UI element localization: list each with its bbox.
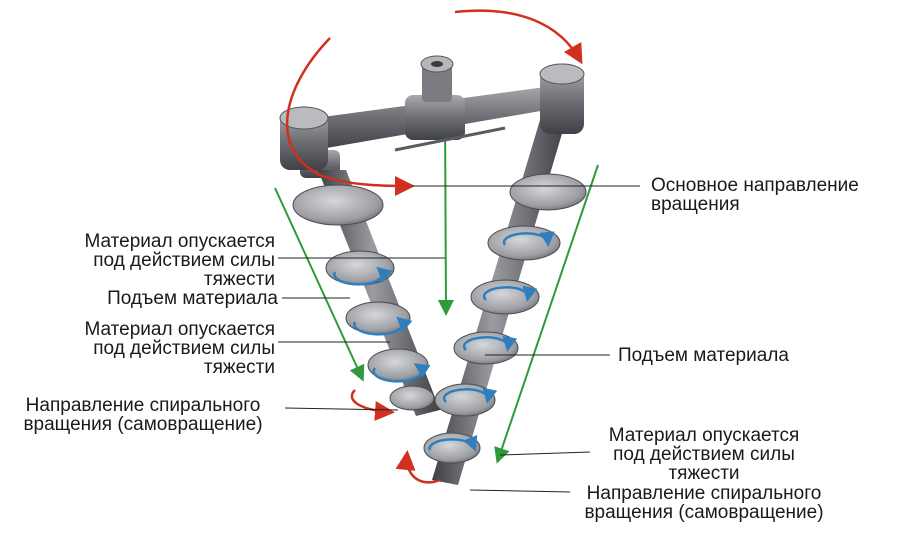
label-left-material-falls-2: Материал опускается под действием силы т… bbox=[84, 319, 275, 378]
leader-lines bbox=[278, 185, 640, 493]
red-arrow-left-bottom bbox=[350, 389, 395, 421]
green-arrow-left bbox=[274, 187, 365, 382]
green-arrow-center bbox=[437, 109, 454, 316]
blue-arrows bbox=[333, 231, 555, 452]
label-right-material-falls: Материал опускается под действием силы т… bbox=[608, 425, 800, 484]
label-left-spiral-rotation: Направление спирального вращения (самовр… bbox=[23, 395, 263, 435]
red-arrows bbox=[285, 9, 583, 484]
red-arrow-top bbox=[454, 9, 583, 65]
green-arrow-right bbox=[494, 164, 599, 464]
right-screw bbox=[423, 120, 587, 485]
red-arrow-bottom bbox=[395, 450, 441, 484]
label-left-material-rise: Подъем материала bbox=[107, 288, 278, 309]
label-right-material-rise: Подъем материала bbox=[618, 345, 789, 366]
label-right-spiral-rotation: Направление спирального вращения (самовр… bbox=[584, 483, 824, 523]
drive-assembly bbox=[279, 55, 585, 170]
red-arrow-left-main bbox=[285, 37, 415, 196]
label-left-material-falls-1: Материал опускается под действием силы т… bbox=[84, 231, 275, 290]
green-arrows bbox=[274, 109, 599, 464]
